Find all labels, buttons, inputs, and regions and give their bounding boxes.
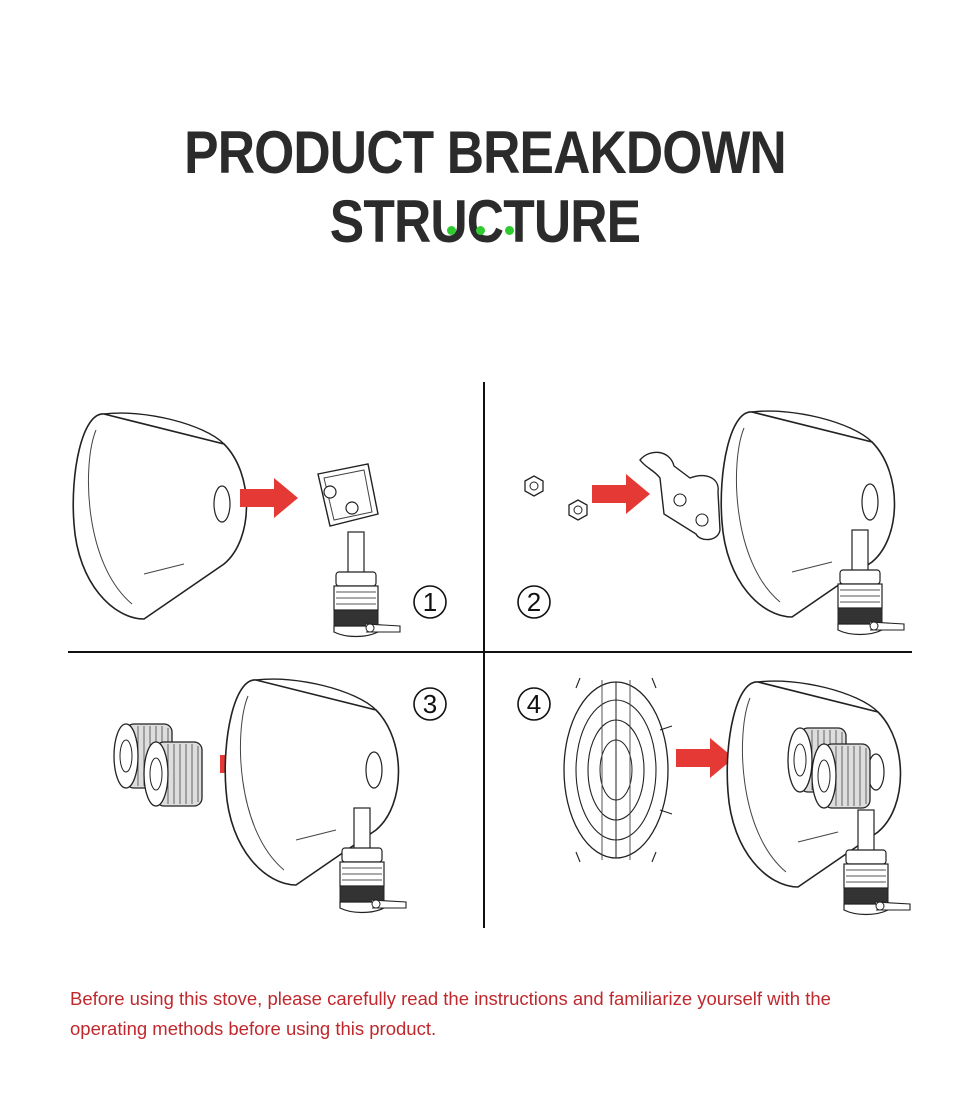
decorative-dots [447, 226, 514, 235]
dot-icon [447, 226, 456, 235]
svg-text:3: 3 [423, 689, 437, 719]
burner-mount-icon [317, 463, 379, 527]
nut-icon [568, 499, 588, 521]
panel-4: 4 [517, 677, 911, 916]
nut-icon [524, 475, 544, 497]
step-1-badge: 1 [413, 585, 447, 619]
svg-text:2: 2 [527, 587, 541, 617]
step-2-badge: 2 [517, 585, 551, 619]
step-3-badge: 3 [413, 687, 447, 721]
svg-text:1: 1 [423, 587, 437, 617]
dot-icon [505, 226, 514, 235]
panel-2: 2 [517, 410, 905, 636]
bracket-icon [639, 451, 721, 541]
svg-text:4: 4 [527, 689, 541, 719]
panel-3: 3 [113, 678, 447, 914]
page-title: PRODUCT BREAKDOWN STRUCTURE [184, 119, 787, 255]
panel-1: 1 [72, 412, 447, 638]
step-4-badge: 4 [517, 687, 551, 721]
safety-note: Before using this stove, please carefull… [70, 988, 831, 1039]
dot-icon [476, 226, 485, 235]
grill-guard-icon [563, 677, 673, 863]
